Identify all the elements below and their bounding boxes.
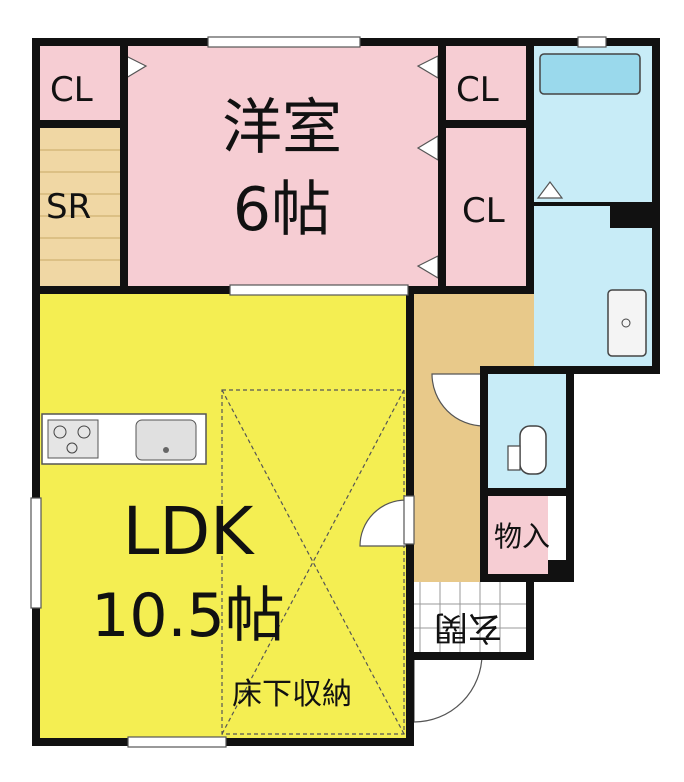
storage-label: 物入 [494,520,550,553]
closet-topright-area [442,46,528,124]
storage-room-label: SR [46,187,91,227]
closet-door-marks [125,55,564,280]
storage-room-steps [40,149,122,261]
door-swings [359,373,485,723]
closet-topleft-area [40,46,122,124]
pillar [610,204,656,228]
western-room-area [122,46,442,288]
entrance-label: 玄関 [434,607,502,647]
storage-room-area [40,128,122,288]
underfloor-storage-outline [221,389,405,735]
pillar-small [548,560,570,578]
closet-topleft-label: CL [50,70,93,110]
ldk-area [40,292,406,738]
sink-icon [135,419,197,461]
washbasin-icon [607,289,647,357]
entrance-tiles [408,582,528,652]
ldk-size: 10.5帖 [91,581,285,651]
western-room-name: 洋室 [222,93,342,163]
kitchen-counter [41,413,207,465]
ldk-name: LDK [123,493,256,570]
toilet-icon [507,425,547,475]
closet-topright-label: CL [456,70,499,110]
closet-right-label: CL [462,191,505,231]
walls [32,38,660,746]
entrance-area [408,582,528,652]
windows [30,36,607,748]
western-room-size: 6帖 [233,175,331,245]
stove-icon [47,419,99,459]
bathtub-icon [539,53,641,95]
underfloor-storage-label: 床下収納 [232,677,352,712]
storage-area [488,494,548,574]
closet-right-area [442,128,528,288]
